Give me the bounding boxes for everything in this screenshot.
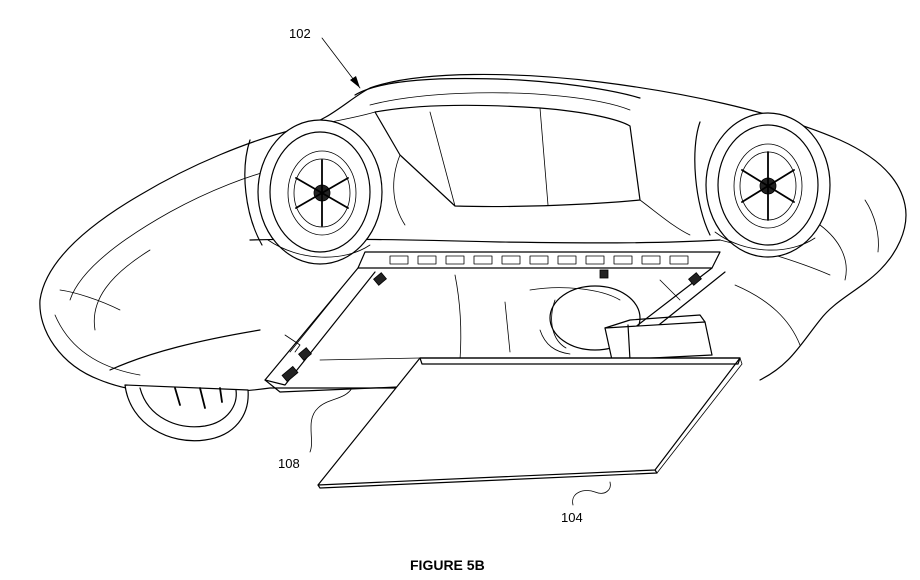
leader-104	[572, 481, 611, 506]
rear-right-wheel	[705, 112, 831, 258]
label-frame-108: 108	[278, 456, 300, 471]
frame-108	[264, 251, 726, 393]
label-vehicle-102: 102	[289, 26, 311, 41]
frame-slots	[389, 255, 689, 265]
label-battery-104: 104	[561, 510, 583, 525]
battery-pack-104	[317, 314, 743, 489]
front-right-wheel	[124, 384, 249, 442]
figure-caption: FIGURE 5B	[410, 557, 485, 573]
leader-108	[309, 387, 353, 453]
front-left-wheel	[257, 119, 383, 265]
leader-102	[321, 37, 361, 89]
